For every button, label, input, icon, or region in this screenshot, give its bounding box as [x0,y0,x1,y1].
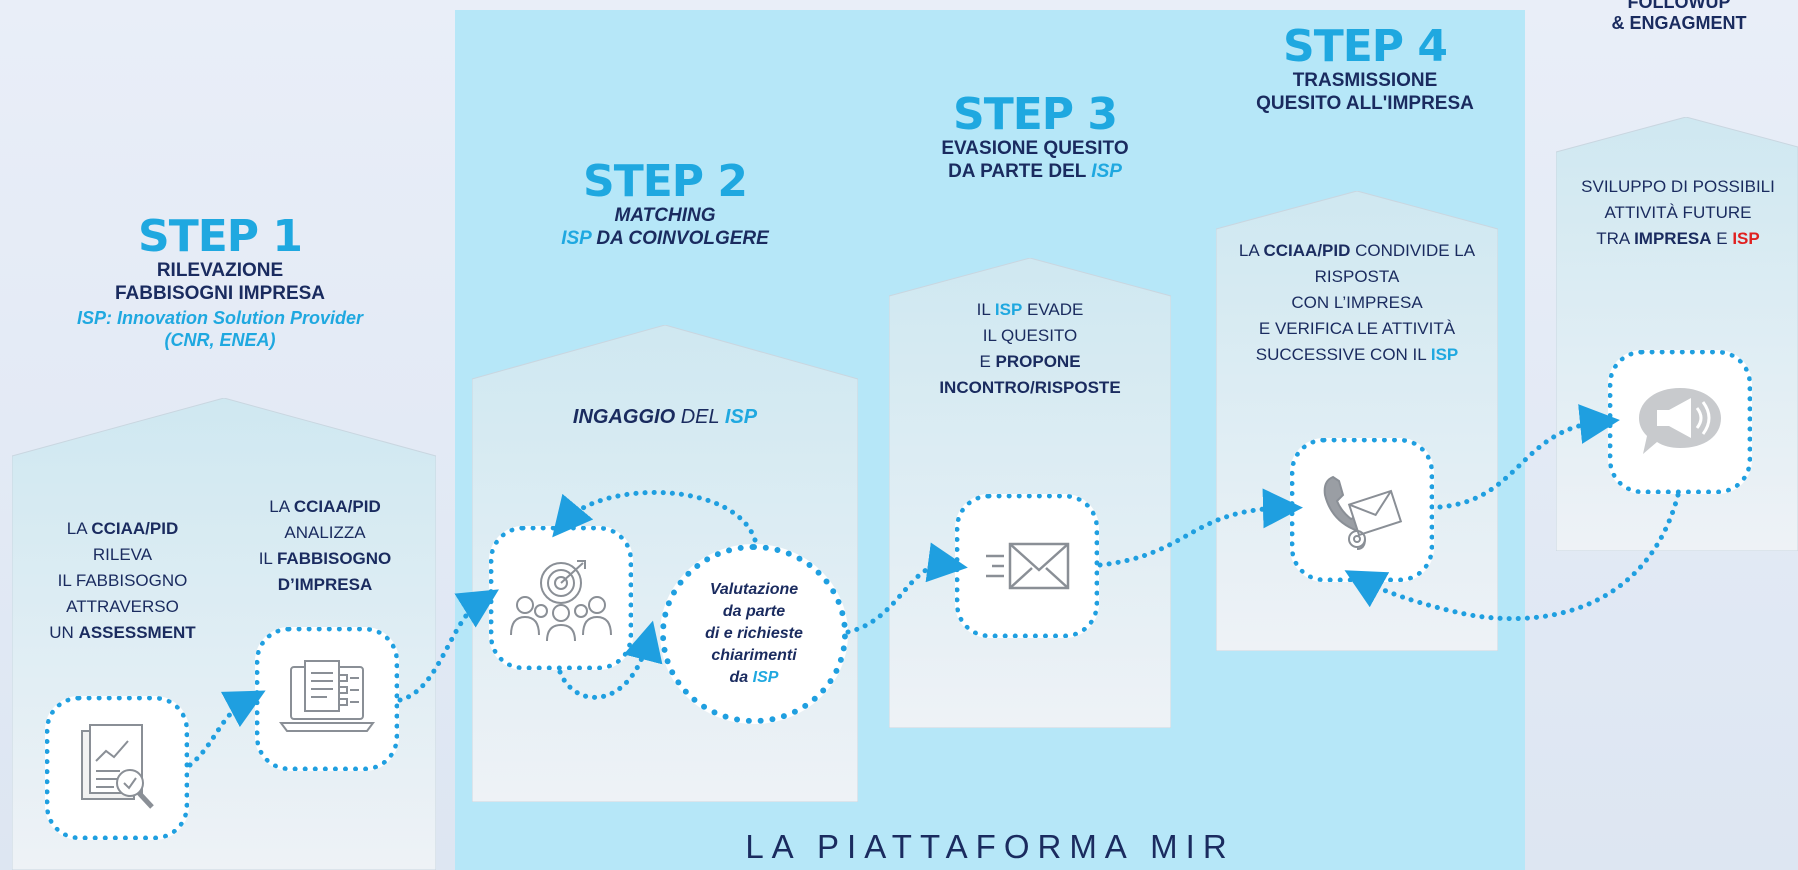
report-analysis-icon [45,696,189,840]
laptop-checklist-icon [255,627,399,771]
connector-3-4 [845,542,968,635]
step3-subtitle-line2: DA PARTE DEL [948,161,1092,182]
step1-title: STEP 1 [138,211,303,262]
connector-1-2 [187,690,266,768]
isp-definition: ISP: Innovation Solution Provider [76,308,363,328]
circle-line4: chiarimenti [711,647,797,664]
circle-line2: da parte [722,603,786,620]
connector-circle-bottom [557,620,663,700]
step4-header: STEP 4 TRASMISSIONE QUESITO ALL'IMPRESA [1210,25,1520,115]
step3-text: IL ISP EVADE IL QUESITO E PROPONE INCONT… [939,300,1121,397]
platform-label: LA PIATTAFORMA MIR [745,828,1235,865]
step3-title: STEP 3 [953,89,1118,140]
step4-title: STEP 4 [1283,21,1448,72]
step2-isp: ISP [561,228,592,249]
step5-text: SVILUPPO DI POSSIBILI ATTIVITÀ FUTURE TR… [1581,177,1775,248]
step3-header: STEP 3 EVASIONE QUESITO DA PARTE DEL ISP [880,93,1190,183]
step3-isp: ISP [1091,161,1122,182]
circle-line1: Valutazione [709,581,799,598]
step1-left-text: LA CCIAA/PID RILEVA IL FABBISOGNO ATTRAV… [49,519,196,642]
connector-4-5 [1097,488,1303,568]
circle-line3: di e richieste [705,625,803,642]
phone-email-icon [1290,438,1434,582]
step5-title-line1: FOLLOWUP [1627,0,1731,12]
step3-subtitle-line1: EVASIONE QUESITO [941,138,1129,159]
isp-examples: (CNR, ENEA) [164,330,276,350]
evaluation-circle: Valutazione da parte di e richieste chia… [660,544,848,724]
step2-text: INGAGGIO DEL ISP [572,406,758,428]
step2-subtitle-line1: MATCHING [614,205,716,226]
step2-title: STEP 2 [583,156,748,207]
step1-right-text: LA CCIAA/PID ANALIZZA IL FABBISOGNO D’IM… [258,497,392,594]
step4-subtitle-line2: QUESITO ALL'IMPRESA [1256,93,1474,114]
step5-header: FOLLOWUP & ENGAGMENT [1560,0,1798,34]
connector-6-5-return [1344,492,1681,622]
connector-circle-top [552,489,758,543]
step2-header: STEP 2 MATCHING ISP DA COINVOLGERE [490,160,840,250]
step4-subtitle-line1: TRASMISSIONE [1292,70,1438,91]
connector-2-3 [397,589,499,703]
step5-title-line2: & ENGAGMENT [1611,13,1747,33]
step1-subtitle-line1: RILEVAZIONE [156,260,284,281]
step1-subtitle-line2: FABBISOGNI IMPRESA [114,283,326,304]
step2-subtitle-line2: DA COINVOLGERE [591,228,769,249]
connector-5-6 [1437,404,1620,510]
step4-text: LA CCIAA/PID CONDIVIDE LA RISPOSTA CON L… [1238,241,1476,364]
step1-header: STEP 1 RILEVAZIONE FABBISOGNI IMPRESA IS… [40,215,400,351]
